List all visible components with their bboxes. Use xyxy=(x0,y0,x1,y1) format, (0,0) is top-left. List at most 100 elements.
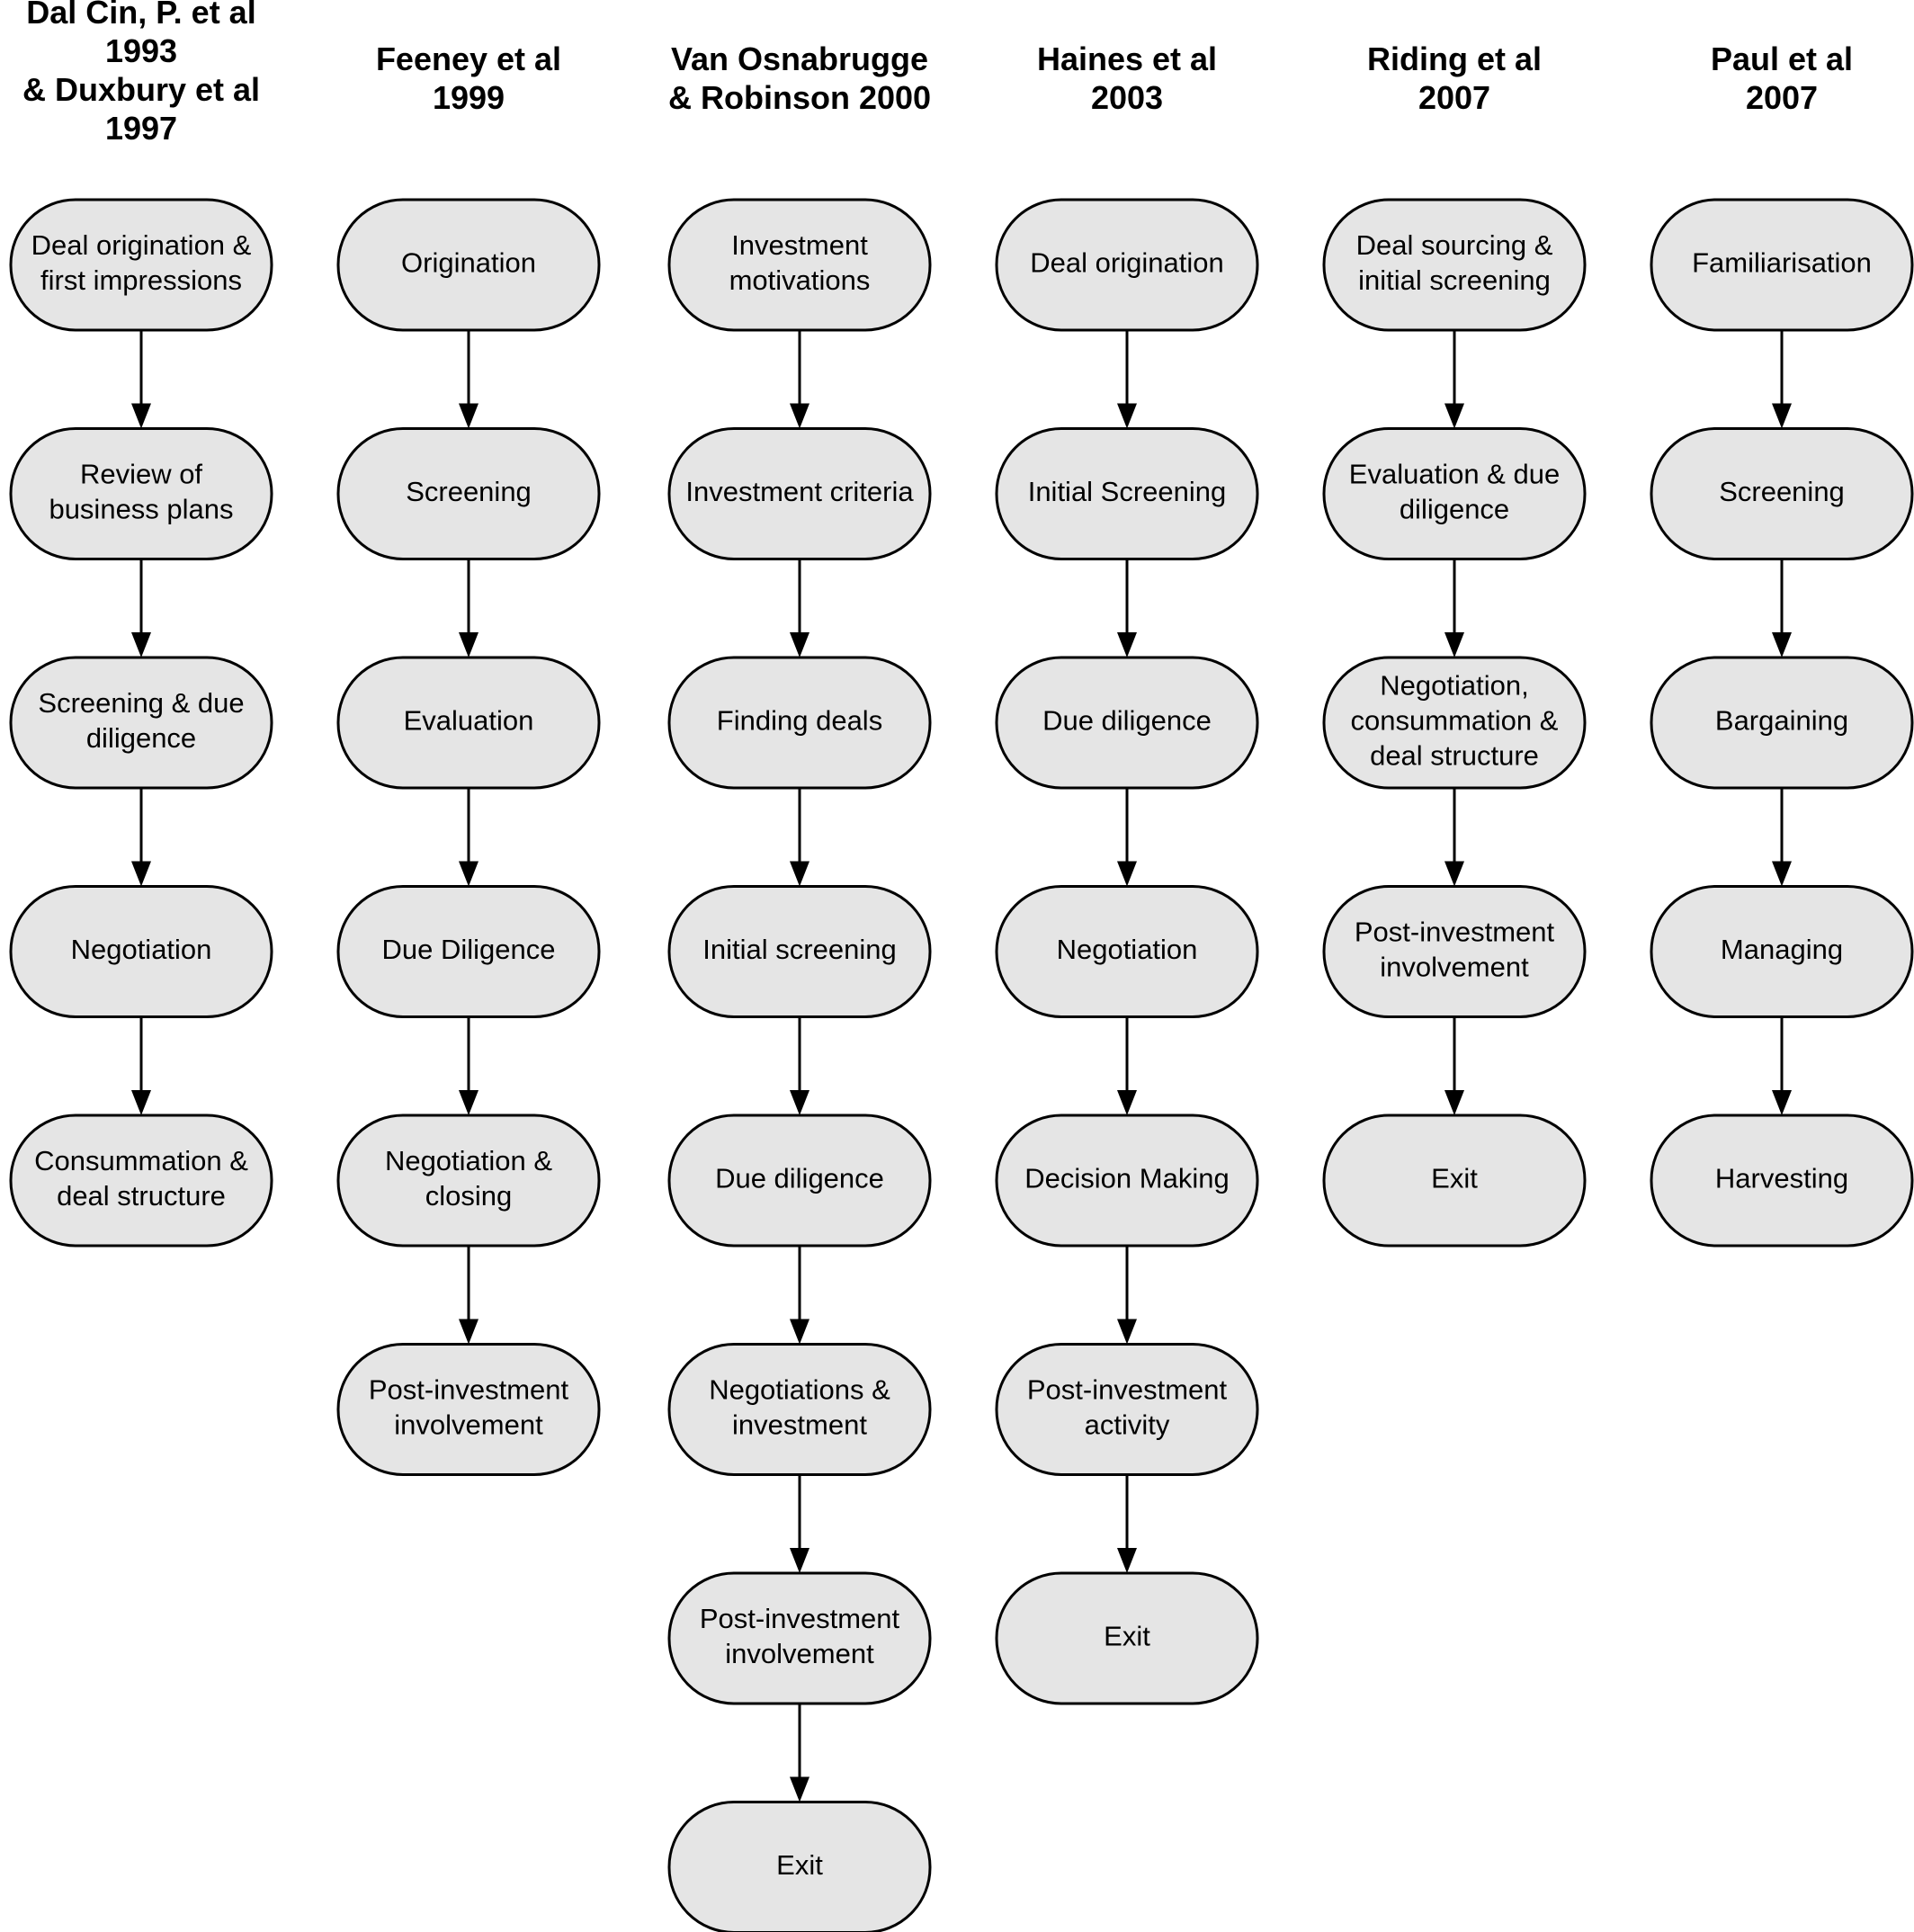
process-step-shape xyxy=(336,1343,601,1476)
process-step-label-line: Deal sourcing & xyxy=(1356,229,1553,261)
process-step-label-line: Negotiation xyxy=(71,934,212,965)
process-step-label-line: Post-investment xyxy=(700,1603,900,1634)
process-step: Due diligence xyxy=(667,1114,932,1248)
process-step-label: Evaluation xyxy=(404,705,534,737)
process-step-label-line: first impressions xyxy=(40,264,242,296)
process-step-label-line: Exit xyxy=(1104,1621,1150,1652)
process-step-label-line: Screening xyxy=(406,476,532,507)
process-step-label-line: involvement xyxy=(1380,952,1529,983)
process-step: Finding deals xyxy=(667,656,932,790)
process-step: Negotiation xyxy=(9,885,273,1018)
arrow-down-icon xyxy=(1772,632,1792,657)
process-step-label: Negotiation xyxy=(1057,934,1198,965)
process-step-label-line: Negotiation, xyxy=(1380,670,1528,702)
process-step-label-line: Bargaining xyxy=(1715,705,1848,737)
process-step-label: Negotiations &investment xyxy=(709,1374,890,1441)
process-step-label-line: Investment criteria xyxy=(685,476,914,507)
process-step-label: Finding deals xyxy=(717,705,882,737)
process-step-label-line: Consummation & xyxy=(34,1145,248,1176)
process-step-label-line: Harvesting xyxy=(1715,1163,1848,1194)
process-step-label: Deal origination xyxy=(1030,247,1223,279)
column-title-line: 2007 xyxy=(1418,79,1490,116)
process-step-label: Investment criteria xyxy=(685,476,914,507)
column-title-line: 2003 xyxy=(1091,79,1163,116)
process-step-shape xyxy=(1650,1114,1914,1248)
process-step-label-line: Exit xyxy=(776,1849,823,1881)
process-step-label-line: consummation & xyxy=(1351,705,1559,737)
process-step: Deal origination xyxy=(995,198,1259,332)
column-title-line: Van Osnabrugge xyxy=(671,40,928,77)
process-step: Decision Making xyxy=(995,1114,1259,1248)
process-step: Negotiation &closing xyxy=(336,1114,601,1248)
process-step-label: Managing xyxy=(1721,934,1843,965)
process-step-label-line: Evaluation xyxy=(404,705,534,737)
arrow-down-icon xyxy=(459,861,478,887)
arrow-down-icon xyxy=(790,1319,809,1345)
process-step-shape xyxy=(1322,1114,1587,1248)
process-step-label-line: Initial screening xyxy=(702,934,896,965)
arrow-down-icon xyxy=(790,1776,809,1802)
process-step-label: Exit xyxy=(1104,1621,1150,1652)
process-step-label-line: Due diligence xyxy=(1042,705,1212,737)
process-step: Negotiation xyxy=(995,885,1259,1018)
process-step-label-line: Exit xyxy=(1431,1163,1478,1194)
process-step-label: Negotiation,consummation &deal structure xyxy=(1351,670,1559,772)
column-title-line: Paul et al xyxy=(1711,40,1853,77)
arrow-down-icon xyxy=(1444,403,1464,429)
column-title-line: Riding et al xyxy=(1367,40,1542,77)
arrow-down-icon xyxy=(459,403,478,429)
process-step-label: Deal origination &first impressions xyxy=(31,229,252,296)
process-step-shape xyxy=(9,1114,273,1248)
process-step: Deal origination &first impressions xyxy=(9,198,273,332)
column-title-line: 1999 xyxy=(433,79,505,116)
process-step: Origination xyxy=(336,198,601,332)
process-step-label: Due diligence xyxy=(715,1163,884,1194)
process-step: Screening xyxy=(336,427,601,560)
process-step-label-line: diligence xyxy=(1400,494,1509,525)
process-step-label-line: Decision Making xyxy=(1024,1163,1229,1194)
arrow-down-icon xyxy=(1117,1319,1137,1345)
process-step-label: Screening xyxy=(1719,476,1845,507)
process-step-label-line: Negotiation xyxy=(1057,934,1198,965)
process-step-label: Exit xyxy=(776,1849,823,1881)
process-step-label-line: Familiarisation xyxy=(1692,247,1872,279)
process-step-label-line: Due diligence xyxy=(715,1163,884,1194)
process-step-label: Screening xyxy=(406,476,532,507)
process-step: Exit xyxy=(667,1801,932,1932)
process-step-label-line: Negotiations & xyxy=(709,1374,890,1406)
column-title-line: 2007 xyxy=(1746,79,1818,116)
process-step-label-line: Screening xyxy=(1719,476,1845,507)
process-step-label: Initial screening xyxy=(702,934,896,965)
process-step-label: Bargaining xyxy=(1715,705,1848,737)
column-title-line: Haines et al xyxy=(1037,40,1217,77)
arrow-down-icon xyxy=(790,1548,809,1573)
process-step-label: Familiarisation xyxy=(1692,247,1872,279)
process-step-label-line: Negotiation & xyxy=(385,1145,552,1176)
column-title-line: & Duxbury et al xyxy=(22,71,260,108)
process-step: Consummation &deal structure xyxy=(9,1114,273,1248)
process-step: Deal sourcing &initial screening xyxy=(1322,198,1587,332)
process-step: Due Diligence xyxy=(336,885,601,1018)
process-step-label-line: Investment xyxy=(731,229,868,261)
arrow-down-icon xyxy=(131,861,151,887)
process-step: Harvesting xyxy=(1650,1114,1914,1248)
process-step-label-line: Due Diligence xyxy=(382,934,556,965)
process-step-label-line: activity xyxy=(1085,1409,1170,1441)
process-step-label: Due diligence xyxy=(1042,705,1212,737)
process-step-label: Deal sourcing &initial screening xyxy=(1356,229,1553,296)
process-step: Due diligence xyxy=(995,656,1259,790)
process-step-label: Consummation &deal structure xyxy=(34,1145,248,1212)
column-title-line: Dal Cin, P. et al xyxy=(26,0,255,31)
column-title-line: 1997 xyxy=(105,110,177,147)
